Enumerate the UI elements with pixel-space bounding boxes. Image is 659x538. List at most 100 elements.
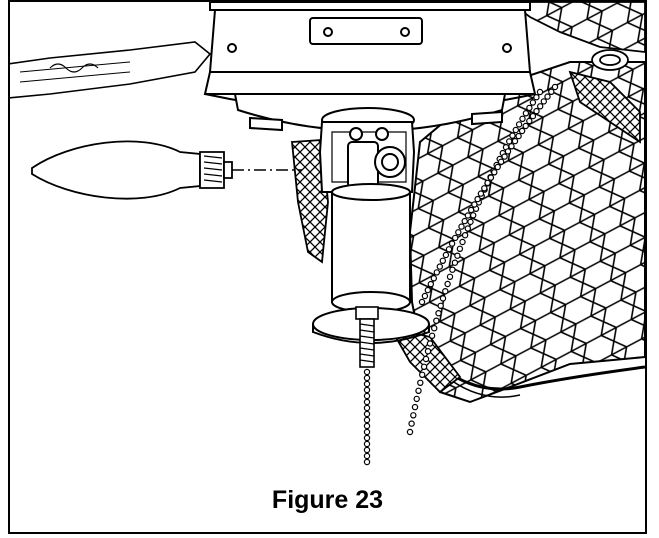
chain-bead xyxy=(477,190,485,197)
chain-bead xyxy=(529,99,537,106)
chain-bead xyxy=(411,403,419,411)
chain-bead xyxy=(518,127,526,135)
chain-bead xyxy=(551,83,559,91)
chain-bead xyxy=(444,280,451,288)
chain-bead xyxy=(449,266,456,273)
chain-bead xyxy=(363,458,371,466)
chain-bead xyxy=(436,263,443,270)
chain-bead xyxy=(526,117,533,125)
chain-bead xyxy=(512,126,519,134)
chain-bead xyxy=(363,428,371,436)
chain-bead xyxy=(471,201,478,208)
chain-bead xyxy=(428,332,436,339)
chain-bead xyxy=(467,218,474,226)
switch-housing xyxy=(318,121,416,193)
chain-bead xyxy=(508,143,515,150)
chain-bead xyxy=(363,374,371,382)
chain-bead xyxy=(437,302,444,309)
chain-bead xyxy=(451,259,459,266)
candelabra-bulb xyxy=(31,140,233,200)
chain-bead xyxy=(494,163,501,171)
chain-bead xyxy=(529,112,537,120)
chain-bead xyxy=(484,179,491,187)
chain-bead xyxy=(536,88,544,96)
chain-bead xyxy=(363,434,371,442)
chain-bead xyxy=(533,93,540,101)
chain-bead xyxy=(509,132,516,139)
chain-bead xyxy=(456,245,464,252)
chain-bead xyxy=(406,428,414,436)
chain-bead xyxy=(481,185,488,192)
chain-bead xyxy=(424,348,432,355)
chain-bead xyxy=(439,257,446,264)
chain-bead xyxy=(363,380,371,388)
chain-bead xyxy=(458,223,465,230)
chain-bead xyxy=(419,371,426,378)
chain-bead xyxy=(470,212,477,219)
chain-bead xyxy=(417,379,424,386)
chain-bead xyxy=(515,121,523,128)
chain-bead xyxy=(467,206,475,214)
chain-bead xyxy=(452,234,459,242)
chain-bead xyxy=(455,229,462,236)
chain-bead xyxy=(445,246,453,253)
chain-bead xyxy=(431,325,438,332)
chain-bead xyxy=(363,446,371,454)
fan-blade-right-woven xyxy=(408,61,645,404)
chain-bead xyxy=(420,363,428,370)
chain-bead xyxy=(435,310,442,317)
figure-frame: Figure 23 xyxy=(8,0,647,534)
chain-bead xyxy=(506,138,513,145)
chain-bead xyxy=(363,452,371,460)
chain-bead xyxy=(474,195,481,203)
light-kit-cylinder xyxy=(331,183,411,313)
fan-blade-left xyxy=(10,41,212,99)
chain-bead xyxy=(418,298,426,306)
chain-bead xyxy=(454,252,461,259)
chain-bead xyxy=(448,240,456,247)
chain-bead xyxy=(363,410,371,418)
chain-bead xyxy=(421,292,429,300)
chain-bead xyxy=(461,231,469,239)
chain-bead xyxy=(522,110,530,117)
chain-bead xyxy=(540,98,548,105)
chain-bead xyxy=(363,368,371,376)
chain-bead xyxy=(413,395,420,403)
chain-bead xyxy=(424,286,431,294)
chain-bead xyxy=(464,225,471,232)
chain-bead xyxy=(433,269,440,276)
chain-bead xyxy=(464,212,472,219)
chain-bead xyxy=(422,355,430,363)
chain-bead xyxy=(408,420,415,427)
chain-bead xyxy=(363,440,371,448)
chain-bead xyxy=(446,273,454,280)
chain-bead xyxy=(504,148,512,155)
chain-bead xyxy=(544,93,551,100)
fan-blade-top-right xyxy=(508,2,645,71)
chain-bead xyxy=(363,398,371,406)
figure-caption: Figure 23 xyxy=(271,486,384,514)
chain-bead xyxy=(491,169,498,176)
chain-bead xyxy=(519,115,526,123)
chain-bead xyxy=(433,317,440,324)
chain-bead xyxy=(526,104,533,112)
chain-bead xyxy=(501,153,508,160)
chain-bead xyxy=(537,103,544,110)
chain-bead xyxy=(427,280,434,288)
ceiling-fan-light-kit-illustration xyxy=(10,2,645,466)
chain-bead xyxy=(461,217,468,225)
chain-bead xyxy=(426,340,434,347)
chain-bead xyxy=(533,107,540,115)
chain-bead xyxy=(497,158,505,165)
chain-bead xyxy=(363,404,371,412)
chain-bead xyxy=(442,251,450,259)
chain-bead xyxy=(487,174,495,181)
chain-bead xyxy=(442,288,449,295)
chain-bead xyxy=(439,295,447,302)
pull-chains xyxy=(363,83,559,466)
chain-bead xyxy=(415,387,422,394)
chain-bead xyxy=(459,238,466,246)
chain-bead xyxy=(522,122,529,130)
threaded-rod xyxy=(355,306,379,368)
chain-bead xyxy=(511,137,519,145)
